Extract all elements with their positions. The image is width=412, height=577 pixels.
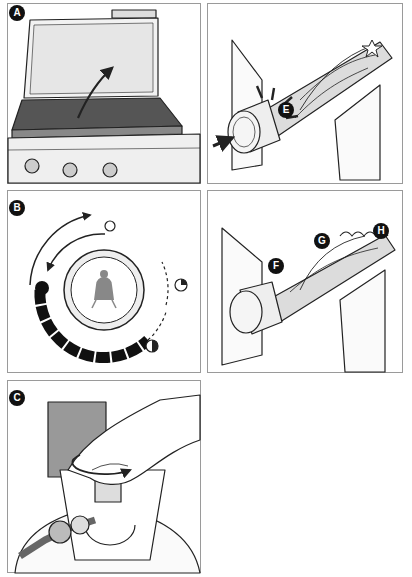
burner-flame bbox=[222, 228, 395, 372]
griddle-lid bbox=[8, 10, 200, 183]
control-dial bbox=[30, 215, 187, 358]
igniter-press bbox=[213, 40, 392, 180]
callout-letter: F bbox=[268, 258, 284, 274]
panel-frames bbox=[8, 4, 403, 573]
callout-letter: B bbox=[9, 200, 25, 216]
callout-letter: G bbox=[314, 233, 330, 249]
callout-letter: H bbox=[373, 223, 389, 239]
callout-letter: C bbox=[9, 390, 25, 406]
tank-valve bbox=[15, 395, 200, 573]
callout-circles bbox=[9, 5, 389, 406]
callout-letter: E bbox=[278, 102, 294, 118]
callout-letter: A bbox=[9, 5, 25, 21]
